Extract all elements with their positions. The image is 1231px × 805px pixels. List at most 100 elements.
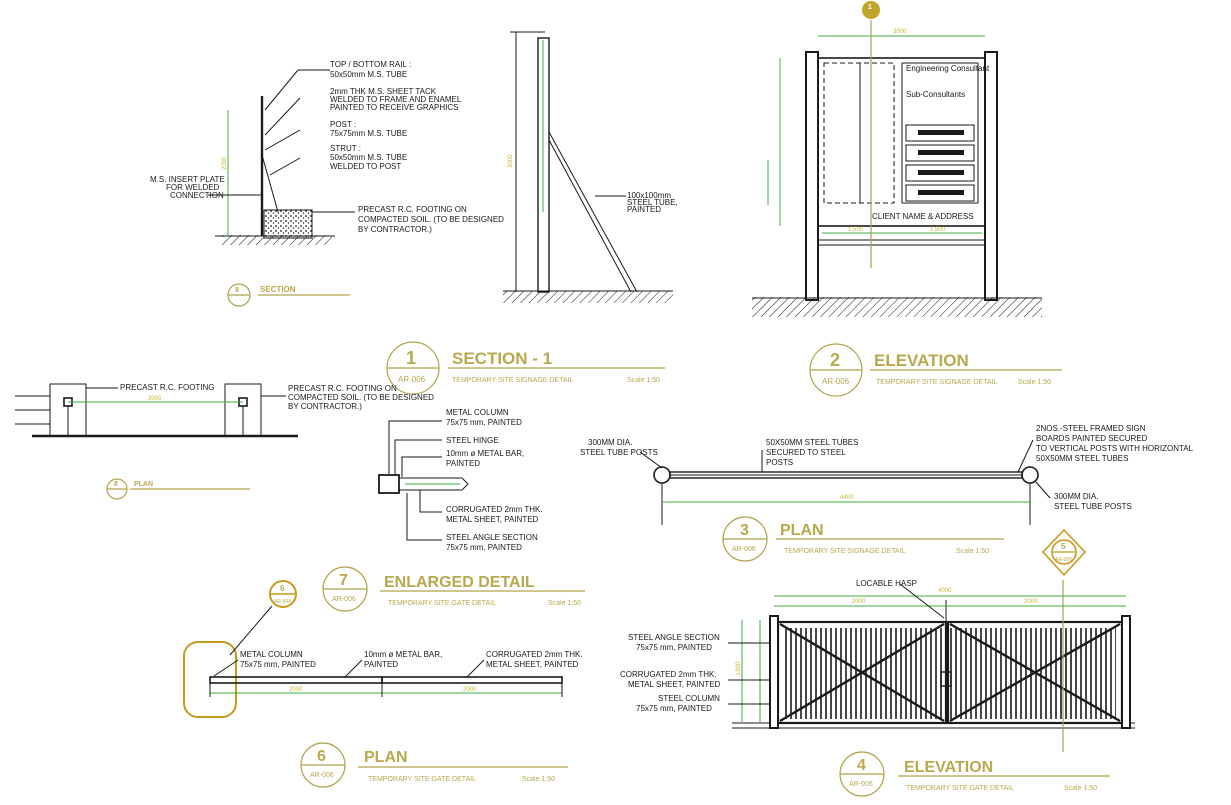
right-post	[984, 51, 998, 301]
callout-bar: 10mm ø METAL BAR,	[364, 650, 442, 659]
post-callout: 100x100mm	[627, 191, 671, 200]
callout-rail-size: 50x50mm M.S. TUBE	[330, 70, 407, 79]
detail-7-title: 7 AR-006 ENLARGED DETAIL TEMPORARY SITE …	[322, 566, 585, 612]
detail-1-number: 1	[406, 348, 416, 368]
board-slots	[905, 124, 975, 202]
right-panel	[901, 62, 979, 204]
callout-sheet: CORRUGATED 2mm THK.	[486, 650, 583, 659]
detail-4-title: 4 AR-006 ELEVATION TEMPORARY SITE GATE D…	[839, 751, 1110, 797]
detail-2-elevation: Engineering Consultant Sub-Consultants C…	[752, 20, 1042, 317]
detail-1-ref: AR-006	[398, 375, 426, 384]
detail-6-number: 6	[317, 748, 326, 765]
detail-2-subtitle: TEMPORARY SITE SIGNAGE DETAIL	[876, 379, 997, 386]
callout-column-2: 75x75 mm, PAINTED	[636, 704, 712, 713]
detail-9-word: SECTION	[260, 285, 296, 294]
detail-7-subtitle: TEMPORARY SITE GATE DETAIL	[388, 600, 496, 607]
dim-right-leaf: 2000	[1024, 599, 1038, 605]
detail-6-ref: AR-006	[310, 772, 334, 779]
marker-5: 5 AR-006	[1041, 528, 1087, 577]
dim-top: 3000	[893, 29, 907, 35]
detail-3-scale: Scale 1:50	[956, 548, 989, 555]
callout-post-dia-right: 300MM DIA.	[1054, 492, 1098, 501]
enlarged-callout-box	[183, 641, 237, 718]
callout-sheet: 2mm THK M.S. SHEET TACK	[330, 87, 437, 96]
detail-6-title: 6 AR-006 PLAN TEMPORARY SITE GATE DETAIL…	[300, 742, 568, 788]
callout-bar-2: PAINTED	[364, 660, 398, 669]
callout-boards-3: TO VERTICAL POSTS WITH HORIZONTAL	[1036, 444, 1194, 453]
detail-4-subtitle: TEMPORARY SITE GATE DETAIL	[906, 785, 1014, 792]
detail-7-ref: AR-006	[332, 596, 356, 603]
callout-column-2: 75x75 mm, PAINTED	[240, 660, 316, 669]
callout-boards-4: 50X50MM STEEL TUBES	[1036, 454, 1128, 463]
dim-spacing: 3000	[148, 396, 162, 402]
locable-hasp	[940, 671, 952, 687]
board-client: CLIENT NAME & ADDRESS	[872, 212, 974, 221]
callout-angle-2: 75x75 mm, PAINTED	[636, 643, 712, 652]
detail-3-heading: PLAN	[780, 522, 824, 539]
post-detail: 3000 100x100mm STEEL TUBE, PAINTED	[503, 31, 678, 303]
callout-angle-2: 75x75 mm, PAINTED	[446, 543, 522, 552]
callout-plate-3: CONNECTION	[170, 191, 224, 200]
callout-boards: 2NOS.-STEEL FRAMED SIGN	[1036, 424, 1146, 433]
detail-6-subtitle: TEMPORARY SITE GATE DETAIL	[368, 776, 476, 783]
board-subconsultant: Sub-Consultants	[906, 90, 965, 99]
detail-1-heading: SECTION - 1	[452, 349, 552, 368]
right-post	[1021, 466, 1039, 484]
detail-7-enlarged: METAL COLUMN 75x75 mm, PAINTED STEEL HIN…	[378, 408, 543, 552]
callout-sheet-2: METAL SHEET, PAINTED	[628, 680, 721, 689]
marker-6-ref: AR-004	[274, 599, 291, 605]
callout-column: STEEL COLUMN	[658, 694, 720, 703]
detail-3-number: 3	[740, 522, 749, 539]
gate-leaf-right	[381, 676, 563, 684]
left-post	[653, 466, 671, 484]
callout-tubes-2: SECURED TO STEEL	[766, 448, 846, 457]
callout-column: METAL COLUMN	[446, 408, 509, 417]
detail-1-subtitle: TEMPORARY SITE SIGNAGE DETAIL	[452, 377, 573, 384]
detail-6-heading: PLAN	[364, 749, 408, 766]
detail-3-subtitle: TEMPORARY SITE SIGNAGE DETAIL	[784, 548, 905, 555]
callout-tubes: 50X50MM STEEL TUBES	[766, 438, 858, 447]
label-footing: PRECAST R.C. FOOTING	[120, 383, 215, 392]
callout-hasp: LOCABLE HASP	[856, 579, 917, 588]
left-post	[805, 51, 819, 301]
dim-span: 4400	[840, 495, 854, 501]
detail-8-number: 8	[114, 481, 118, 488]
marker-6-number: 6	[280, 584, 285, 593]
board-consultant: Engineering Consultant	[906, 64, 990, 73]
marker-5-number: 5	[1061, 542, 1066, 551]
detail-6-scale: Scale 1:50	[522, 776, 555, 783]
callout-footing-2: COMPACTED SOIL. (TO BE DESIGNED	[358, 215, 504, 224]
dim-height: 3000	[508, 154, 514, 168]
detail-9-number: 9	[235, 287, 239, 294]
detail-3-plan: 4400 300MM DIA. STEEL TUBE POSTS 50X50MM…	[580, 424, 1194, 525]
detail-7-leaders	[388, 420, 442, 541]
detail-2-scale: Scale 1:50	[1018, 379, 1051, 386]
detail-4-elevation: 4000 2000 2000 1800 LOCABLE HASP STEEL A…	[620, 579, 1135, 752]
detail-3-ref: AR-006	[732, 546, 756, 553]
detail-3-title: 3 AR-006 PLAN TEMPORARY SITE SIGNAGE DET…	[722, 516, 1004, 562]
section-marker: 1	[862, 1, 880, 19]
dim-height: 1800	[736, 661, 742, 675]
detail-6-plan: 6 AR-004 2000 2000 METAL COLUMN 75x75 mm…	[183, 580, 583, 718]
callout-angle: STEEL ANGLE SECTION	[628, 633, 720, 642]
dim-height: 2000	[222, 156, 228, 170]
callout-sheet: CORRUGATED 2mm THK.	[620, 670, 717, 679]
callout-sheet: CORRUGATED 2mm THK.	[446, 505, 543, 514]
detail-4-heading: ELEVATION	[904, 759, 993, 776]
gate-column-left	[769, 615, 779, 729]
metal-column	[378, 474, 400, 494]
detail-9-callouts: TOP / BOTTOM RAIL : 50x50mm M.S. TUBE 2m…	[150, 60, 504, 234]
callout-strut: STRUT :	[330, 144, 361, 153]
callout-sheet-2: METAL SHEET, PAINTED	[446, 515, 539, 524]
detail-7-number: 7	[339, 572, 348, 589]
callout-post-tube-right: STEEL TUBE POSTS	[1054, 502, 1132, 511]
detail-8-word: PLAN	[134, 481, 153, 488]
left-panel	[823, 62, 895, 204]
post-callout-3: PAINTED	[627, 205, 661, 214]
callout-plate-2: FOR WELDED	[166, 183, 220, 192]
callout-hinge: STEEL HINGE	[446, 436, 499, 445]
detail-1-title: 1 AR-006 SECTION - 1 TEMPORARY SITE SIGN…	[386, 341, 665, 395]
detail-4-number: 4	[857, 757, 866, 774]
callout-strut-size: 50x50mm M.S. TUBE	[330, 153, 407, 162]
callout-angle: STEEL ANGLE SECTION	[446, 533, 538, 542]
